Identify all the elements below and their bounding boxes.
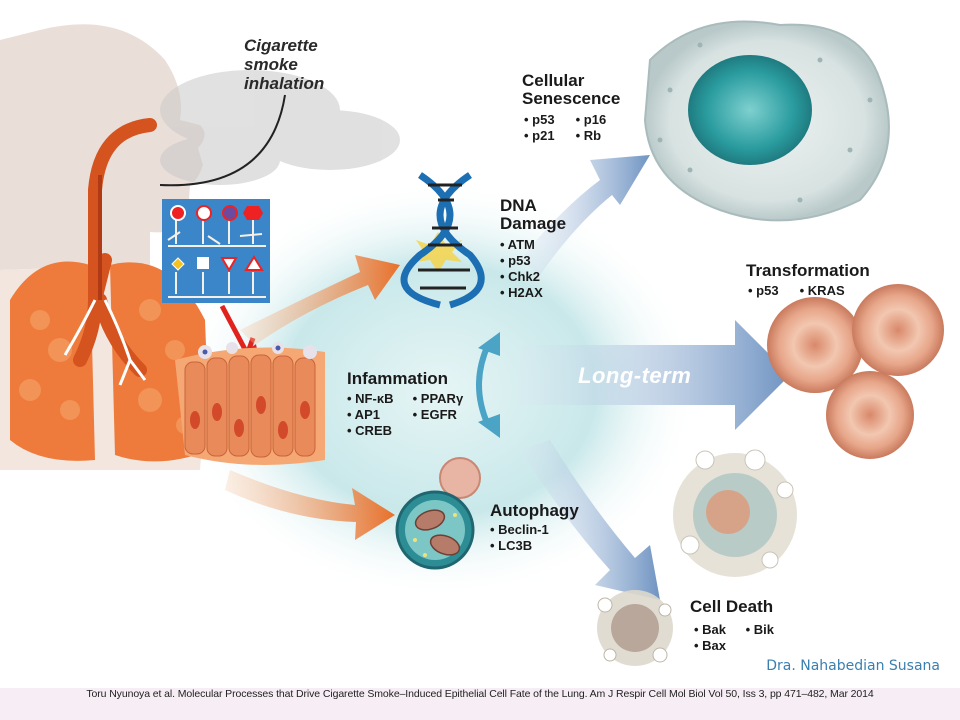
dna-damage-title: DNA Damage [500, 197, 590, 233]
marker-item: • ATM [500, 237, 535, 252]
transformation-title: Transformation [746, 261, 870, 280]
marker-item: • p53 [524, 112, 555, 127]
dna-helix [400, 172, 485, 309]
inflammation-markers: • NF-κB • PPARγ • AP1 • EGFR • CREB [347, 391, 507, 439]
marker-item: • Bax [694, 638, 727, 653]
author-credit: Dra. Nahabedian Susana [766, 658, 940, 674]
marker-item: • KRAS [799, 283, 845, 298]
traffic-sign-panel [162, 199, 270, 303]
inflammation-title: Infammation [347, 369, 449, 388]
citation: Toru Nyunoya et al. Molecular Processes … [86, 688, 874, 700]
marker-item: • NF-κB [347, 391, 394, 406]
marker-item: • p21 [524, 128, 555, 143]
senescence-title: Cellular Senescence [522, 72, 642, 108]
epithelial-cells [175, 342, 325, 465]
marker-item: • Rb [575, 128, 602, 143]
senescence-markers: • p53 • p16 • p21 • Rb [524, 112, 644, 144]
orange-arrow-to-dna [240, 255, 400, 345]
marker-item: • Beclin-1 [490, 522, 549, 537]
marker-item: • H2AX [500, 285, 543, 300]
transformation-markers: • p53 • KRAS [748, 283, 888, 299]
cell-death-title: Cell Death [690, 597, 774, 616]
senescence-title-line2: Senescence [522, 89, 621, 108]
blue-arrow-long-term [520, 320, 790, 430]
marker-item: • AP1 [347, 407, 380, 422]
footer-band [0, 688, 960, 720]
autophagy-title: Autophagy [490, 501, 579, 520]
marker-item: • Chk2 [500, 269, 540, 284]
smoke-pointer-line [159, 94, 286, 187]
blue-arrow-cell-death [520, 440, 660, 600]
smoke-cloud [160, 70, 400, 185]
orange-arrow-to-autophagy [225, 470, 395, 540]
marker-item: • CREB [347, 423, 392, 438]
marker-item: • p16 [575, 112, 607, 127]
marker-item: • LC3B [490, 538, 533, 553]
autophagy-cell [395, 457, 481, 570]
marker-item: • EGFR [412, 407, 457, 422]
bronchi-tree [63, 299, 147, 386]
long-term-label: Long-term [578, 363, 692, 388]
smoke-inhalation-label: Cigarette smoke inhalation [244, 36, 325, 93]
cell-death-markers: • Bak • Bik • Bax [694, 622, 814, 654]
transformed-cells [767, 284, 944, 459]
blue-arrow-senescence [520, 155, 650, 275]
bidirectional-arrow [476, 332, 500, 438]
lung-texture [19, 299, 194, 434]
senescence-title-line1: Cellular [522, 71, 585, 90]
marker-item: • p53 [748, 283, 779, 298]
marker-item: • Bik [745, 622, 775, 637]
dying-cell-small [597, 590, 673, 666]
dying-cell-large [673, 449, 797, 577]
dna-damage-markers: • ATM • p53 • Chk2 • H2AX [500, 237, 590, 301]
autophagy-markers: • Beclin-1 • LC3B [490, 522, 610, 554]
dna-damage-title-line1: DNA [500, 196, 537, 215]
marker-item: • p53 [500, 253, 531, 268]
dna-damage-title-line2: Damage [500, 214, 567, 233]
marker-item: • Bak [694, 622, 727, 637]
senescent-cell [643, 20, 890, 222]
marker-item: • PPARγ [412, 391, 464, 406]
